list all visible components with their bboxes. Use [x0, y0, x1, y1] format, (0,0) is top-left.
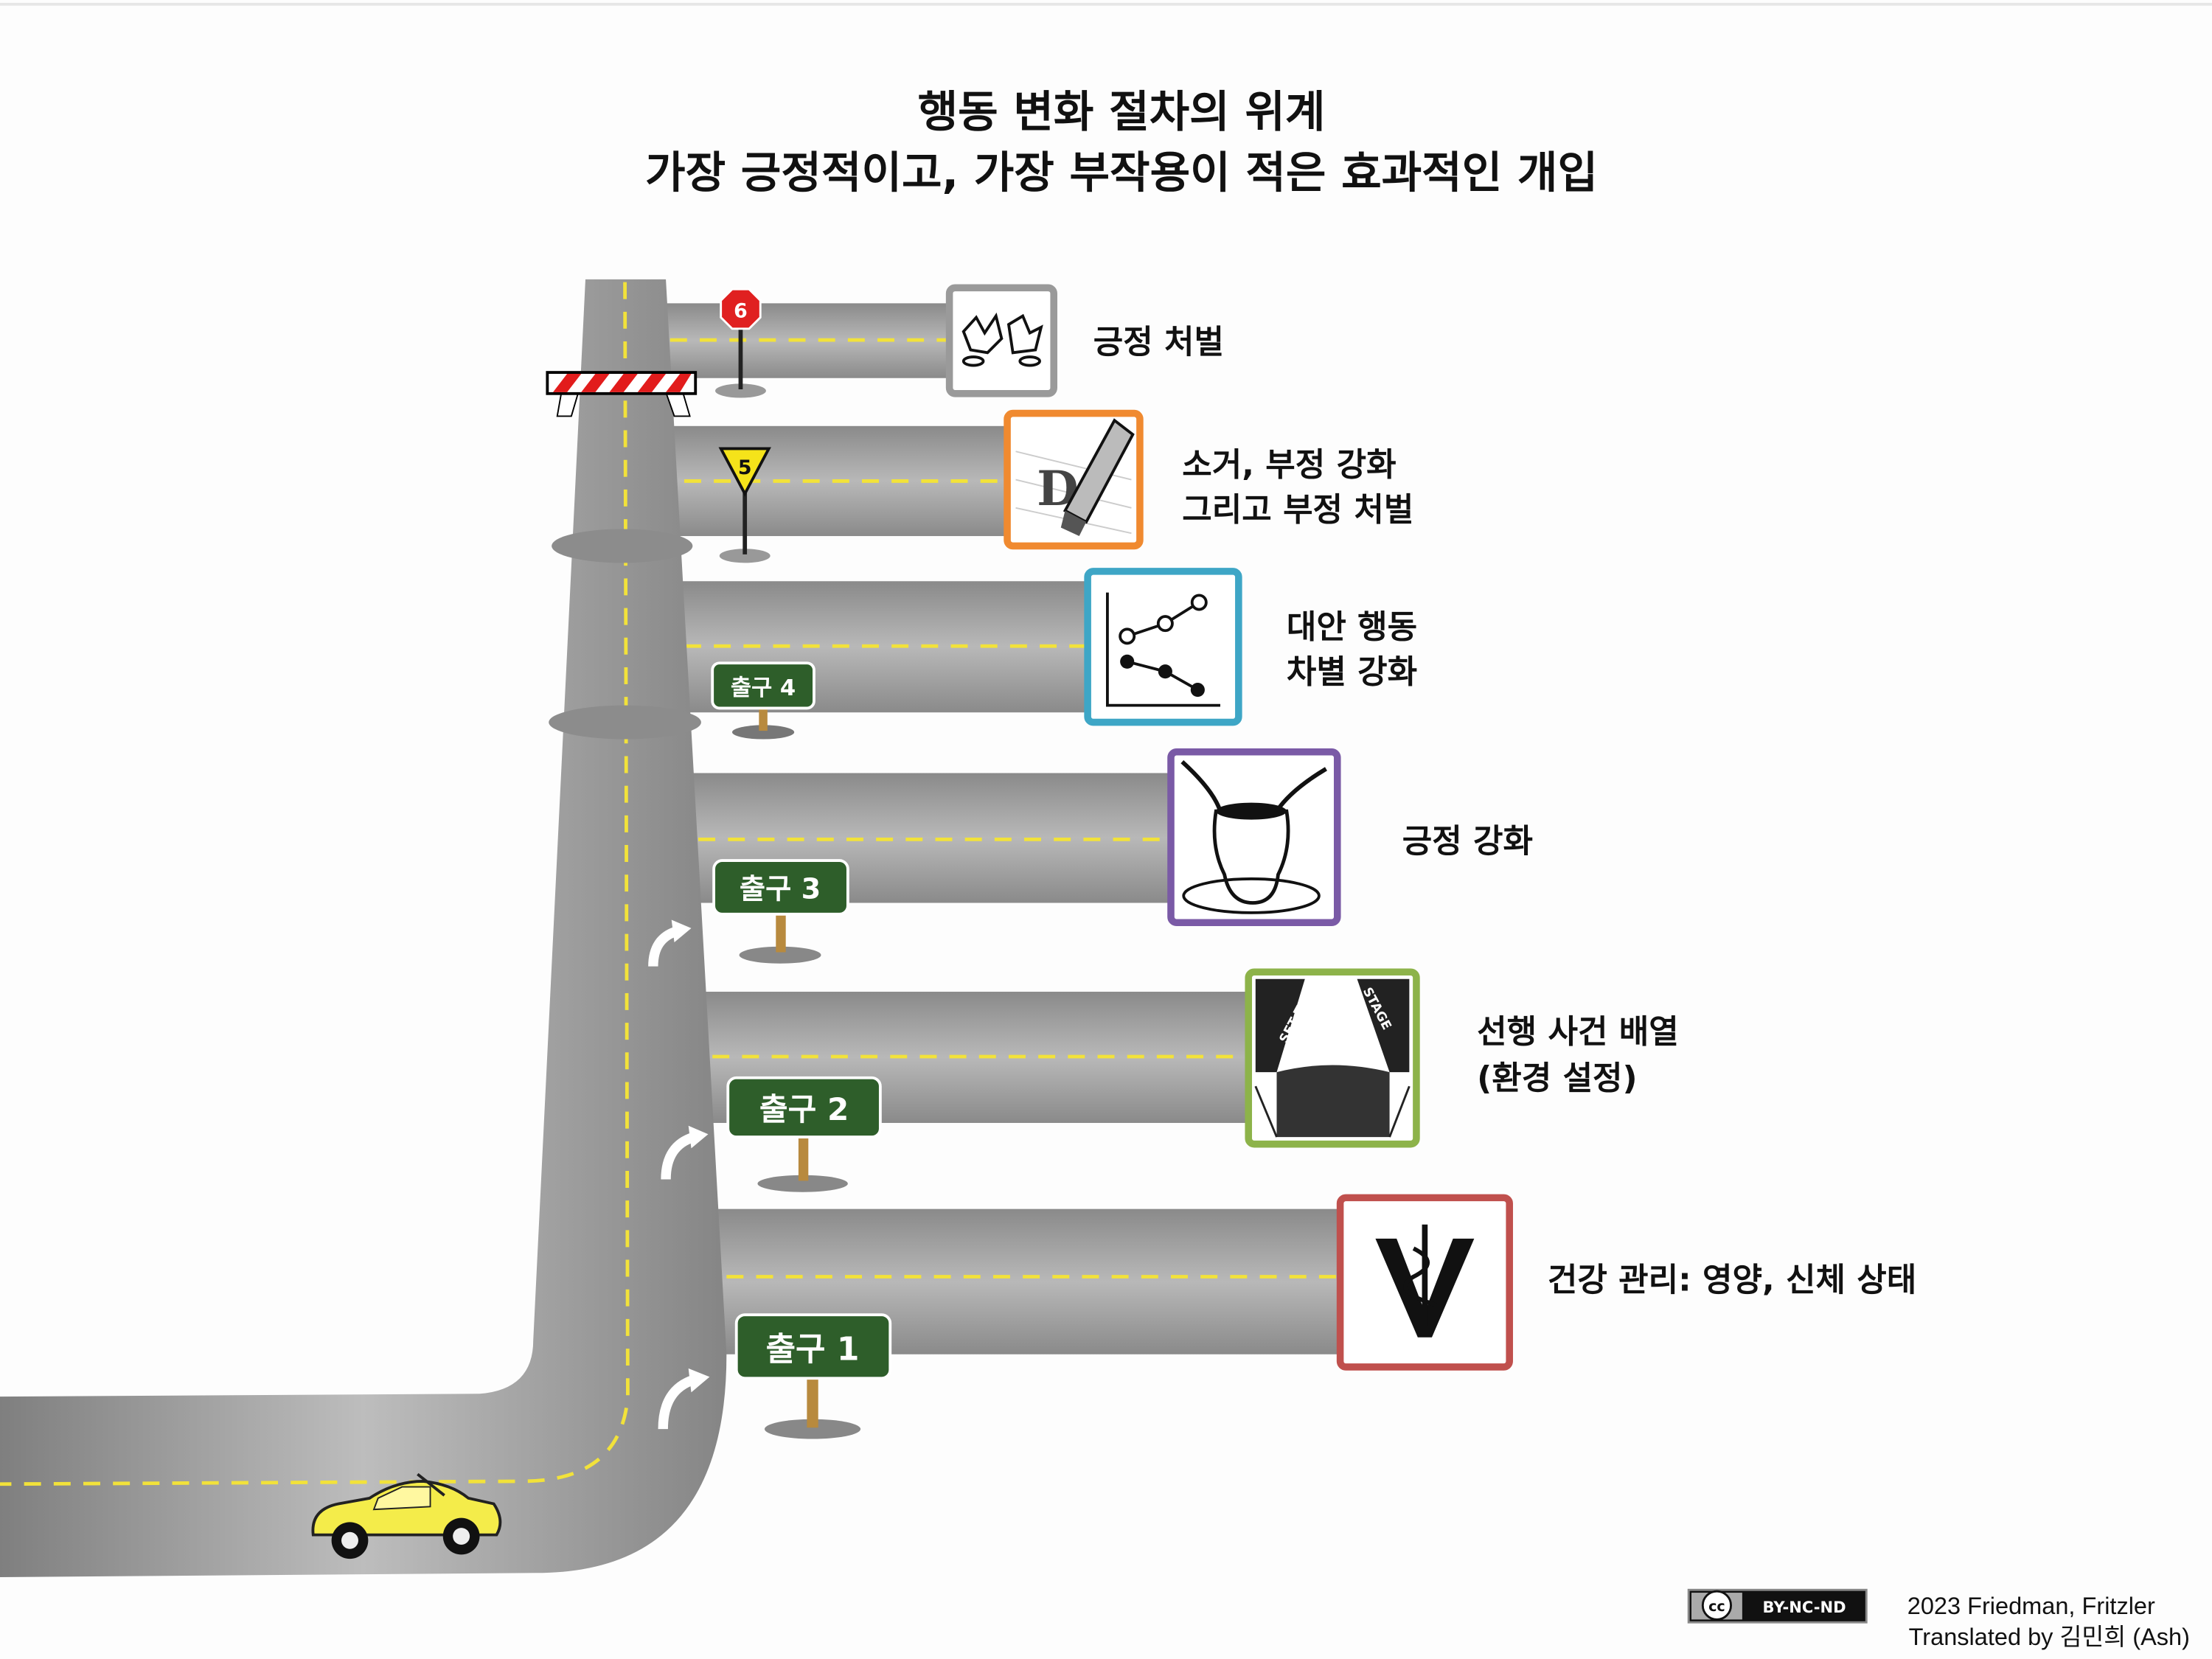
- level-2-label-2: (환경 설정): [1477, 1060, 1637, 1097]
- level-3-label: 긍정 강화: [1402, 823, 1533, 860]
- level-4-label-2: 차별 강화: [1287, 653, 1417, 691]
- exit-sign-4: 출구 4: [711, 661, 815, 740]
- cc-label: cc: [1708, 1598, 1725, 1615]
- exit-sign-1: 출구 1: [734, 1313, 892, 1439]
- exit-4-label: 출구 4: [731, 675, 796, 701]
- translator-text: Translated by 김민희 (Ash): [1909, 1624, 2190, 1650]
- level-4-label-1: 대안 행동: [1287, 608, 1417, 646]
- level-6-label: 긍정 처벌: [1093, 323, 1224, 361]
- icon-eraser-negative: D: [1004, 409, 1144, 550]
- exit-sign-3: 출구 3: [712, 859, 849, 964]
- level-1-label: 건강 관리: 영양, 신체 상태: [1548, 1262, 1916, 1299]
- license-label: BY-NC-ND: [1763, 1598, 1846, 1616]
- icon-positive-punishment: [945, 284, 1057, 397]
- turn-arrow-icons: [648, 926, 696, 1430]
- icon-health-caduceus: [1336, 1194, 1513, 1371]
- title-line-2: 가장 긍정적이고, 가장 부작용이 적은 효과적인 개입: [645, 147, 1598, 198]
- icon-graph-differential: [1084, 568, 1242, 726]
- level-5-label-1: 소거, 부정 강화: [1182, 446, 1396, 484]
- exit-sign-2: 출구 2: [726, 1076, 882, 1192]
- road-barrier: [546, 371, 698, 417]
- icon-pottery-positive: [1167, 748, 1341, 927]
- level-6-number: 6: [734, 299, 748, 322]
- title-line-1: 행동 변화 절차의 위계: [918, 86, 1326, 137]
- cc-license-badge: cc BY-NC-ND: [1687, 1588, 1868, 1624]
- credit-text: 2023 Friedman, Fritzler: [1907, 1593, 2155, 1619]
- icon-set-the-stage: SET THE STAGE: [1245, 968, 1420, 1148]
- exit-2-label: 출구 2: [759, 1091, 849, 1127]
- yellow-car: [311, 1472, 502, 1559]
- exit-1-label: 출구 1: [766, 1330, 860, 1368]
- level-5-label-2: 그리고 부정 처벌: [1182, 491, 1413, 529]
- exit-3-label: 출구 3: [740, 873, 821, 906]
- main-road: [0, 279, 727, 1578]
- stop-sign-6: 6: [715, 288, 766, 398]
- level-5-number: 5: [738, 456, 752, 479]
- level-2-label-1: 선행 사건 배열: [1477, 1013, 1679, 1051]
- yield-sign-5: 5: [718, 447, 771, 563]
